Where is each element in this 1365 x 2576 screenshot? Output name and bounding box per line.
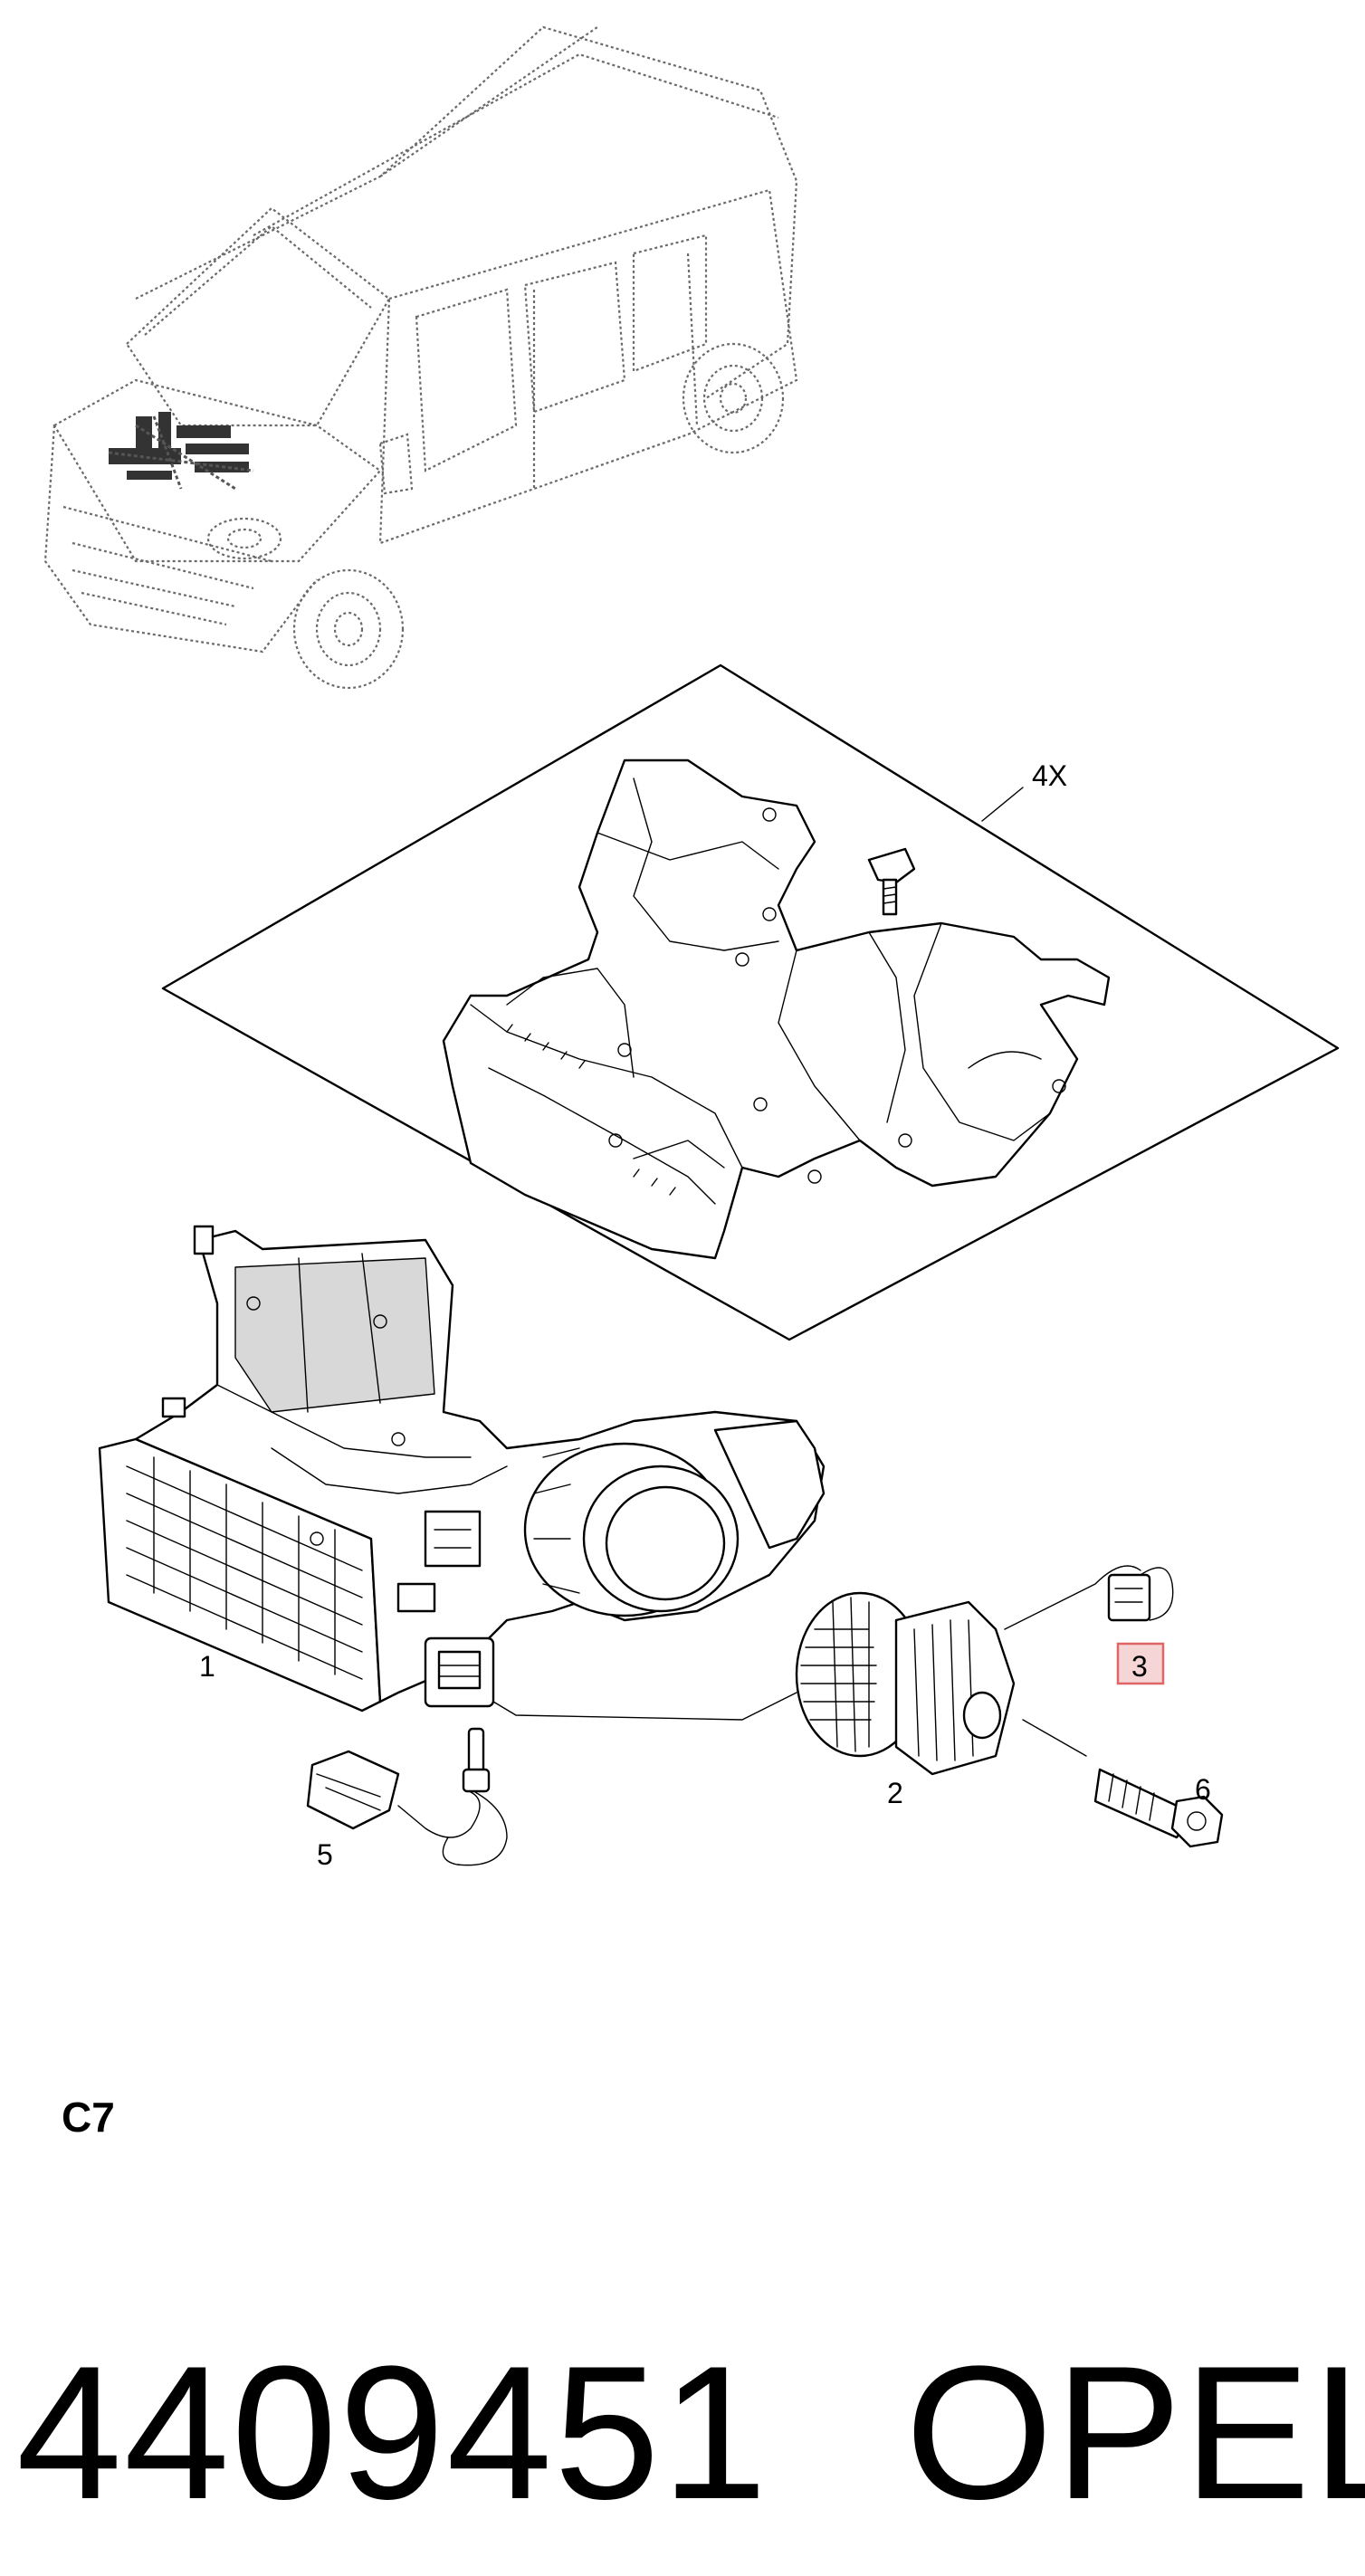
vehicle-outline-illustration <box>43 25 798 690</box>
brand-name: OPEL <box>905 2326 1365 2539</box>
callout-1: 1 <box>199 1650 215 1683</box>
callout-2: 2 <box>887 1777 903 1809</box>
duct-panel-frame: 4X <box>161 663 1340 1341</box>
callout-3: 3 <box>1131 1650 1148 1683</box>
screw-part-6 <box>1022 1719 1224 1848</box>
callout-5: 5 <box>317 1838 333 1871</box>
blower-motor-part-2 <box>795 1565 1174 1776</box>
resistor-module <box>424 1636 797 1721</box>
callout-4x: 4X <box>1032 759 1067 792</box>
heater-assembly <box>98 1225 826 1713</box>
actuator-part-5 <box>306 1727 508 1866</box>
section-code: C7 <box>62 2094 115 2141</box>
callout-6: 6 <box>1195 1773 1211 1806</box>
part-number: 4409451 <box>16 2326 769 2539</box>
callout-3-highlight <box>1116 1642 1165 1685</box>
